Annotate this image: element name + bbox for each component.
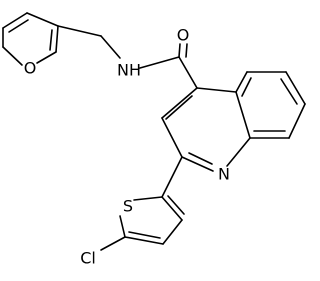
quinoline-pyridine-ring — [161, 87, 251, 172]
quinoline-nitrogen-label: N — [218, 165, 230, 184]
chlorine-label: Cl — [80, 249, 96, 268]
thiophene-sulfur-label: S — [123, 197, 133, 216]
amide-nh-label: NH — [117, 61, 141, 80]
furan-oxygen-label: O — [24, 59, 37, 78]
furan-ring — [2, 12, 59, 66]
thiophene-ring — [100, 156, 185, 251]
amide-linker — [57, 25, 198, 89]
chemical-structure-diagram: O NH O N S Cl — [2, 12, 306, 268]
carbonyl-oxygen-label: O — [177, 26, 190, 45]
quinoline-benzo-ring — [235, 71, 306, 139]
